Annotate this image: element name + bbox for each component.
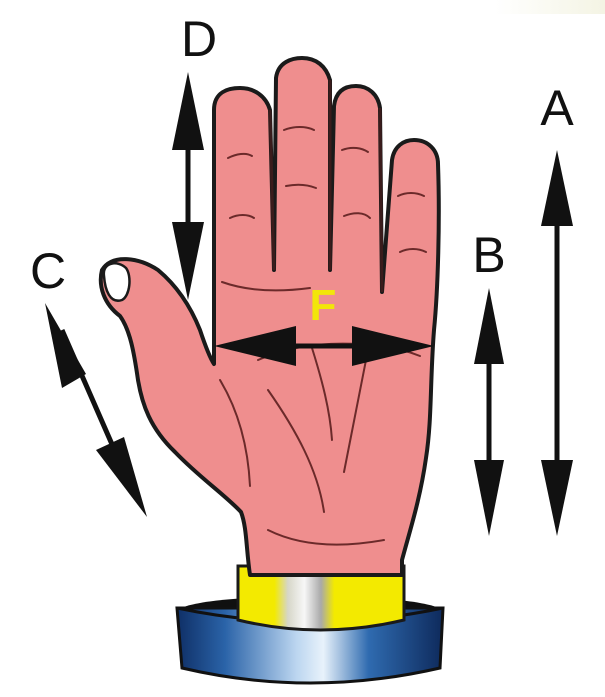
- label-f: F: [310, 281, 337, 330]
- arrow-a: [541, 150, 573, 536]
- arrow-d: [172, 72, 204, 300]
- label-b: B: [472, 227, 505, 283]
- label-d: D: [181, 11, 217, 67]
- label-a: A: [540, 80, 574, 136]
- arrow-b: [474, 288, 504, 536]
- label-c: C: [30, 243, 66, 299]
- background-tint: [330, 0, 605, 14]
